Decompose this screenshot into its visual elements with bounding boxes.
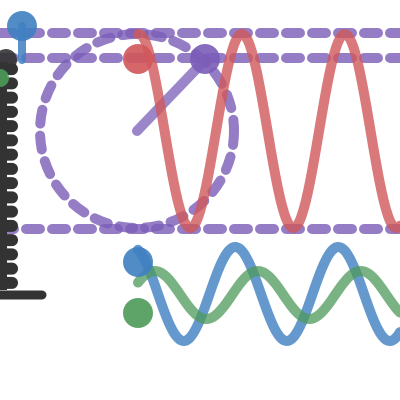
- green-wave: [133, 265, 400, 325]
- dark-spring-dot: [0, 49, 17, 71]
- red-wave: [133, 28, 400, 234]
- green-wave-dot: [123, 298, 153, 328]
- green-spring-dot: [0, 69, 9, 87]
- red-phasor-dot: [123, 44, 153, 74]
- spring: [0, 62, 18, 290]
- blue-top-dot: [7, 11, 37, 41]
- purple-phasor-dot: [190, 44, 220, 74]
- blue-wave-dot: [123, 247, 153, 277]
- phasor-radius-line: [132, 55, 210, 136]
